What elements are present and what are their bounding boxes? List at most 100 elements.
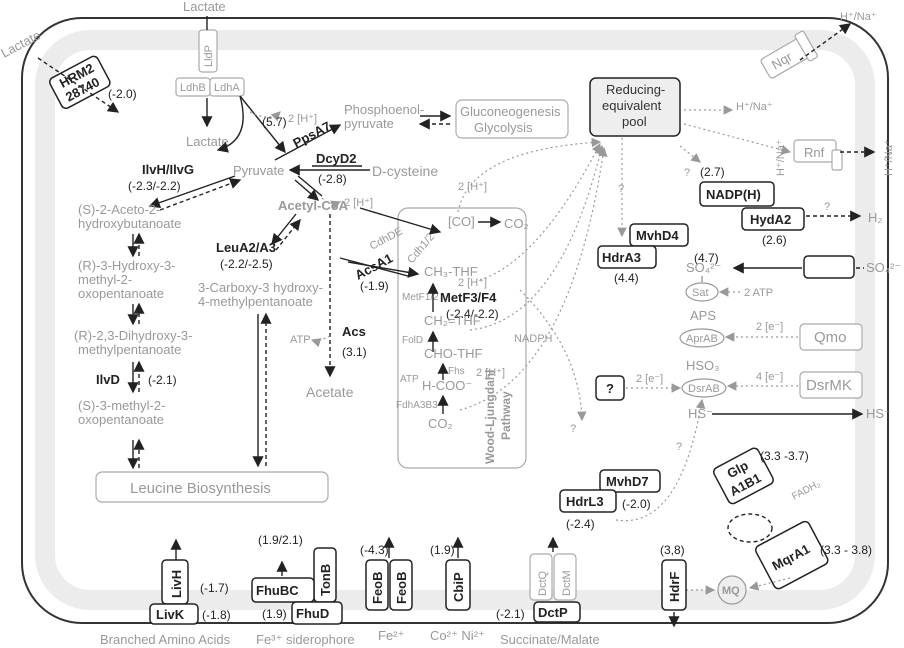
q-dsr: ?: [676, 441, 682, 453]
acetate-label: Acetate: [306, 384, 354, 400]
svg-text:Rnf: Rnf: [804, 145, 825, 160]
wl-h2c: 2 [H⁺]: [476, 367, 505, 379]
wl-fold: FolD: [402, 335, 423, 346]
coni-label: Co²⁺ Ni²⁺: [430, 628, 485, 643]
dsrmk-box: [799, 371, 863, 399]
sat-label: Sat: [692, 287, 709, 299]
h2-label: H₂: [868, 210, 882, 225]
wl-h2a: 2 [H⁺]: [458, 181, 487, 193]
fhubc-value: (1.9/2.1): [258, 533, 303, 547]
leua-label: LeuA2/A3: [216, 240, 276, 255]
rep-line2: equivalent: [602, 98, 662, 113]
wl-pathway-line1: Wood-Ljungdahl: [483, 370, 497, 464]
dsrab-label: DsrAB: [688, 383, 720, 395]
nqr-hna-out: H⁺/Na⁺: [840, 11, 877, 23]
rnf-hna-out: H⁺/Na⁺: [883, 139, 895, 176]
mqra1-complex: MqrA1: [755, 520, 829, 590]
glp-complex: Glp A1B1: [713, 447, 774, 505]
h2-pyruvate: 2 [H⁺]: [288, 113, 317, 125]
fhud-value: (1.9): [262, 607, 287, 621]
ilvd-label: IlvD: [96, 372, 120, 387]
aprab-label: AprAB: [686, 333, 718, 345]
e2-label: 2 [e⁻]: [756, 321, 783, 333]
e2b-label: 2 [e⁻]: [636, 373, 663, 385]
dih-line2: methylpentanoate: [78, 342, 181, 357]
livh-value: (-1.7): [200, 581, 229, 595]
acetylcoa-label: Acetyl-CoA: [278, 198, 349, 213]
feob1-box: [365, 559, 389, 611]
mq-label: MQ: [722, 585, 740, 597]
hdrf-box: [661, 559, 687, 611]
fhubc-label: FhuBC: [256, 583, 299, 598]
hdrl3-label: HdrL3: [566, 494, 604, 509]
ilvhg-label: IlvH/IlvG: [142, 162, 194, 177]
aceto-line1: (S)-2-Aceto-2-: [78, 202, 160, 217]
hdra3-box: [597, 245, 657, 269]
hyda2-label: HydA2: [750, 212, 791, 227]
rnf-hna-in: H⁺/Na⁺: [775, 139, 787, 176]
wl-metf-value: (-2.4/-2.2): [446, 307, 499, 321]
hmo-line1: (R)-3-Hydroxy-3-: [78, 258, 176, 273]
sat-atp: 2 ATP: [744, 287, 773, 299]
wl-hcoo: H-COO⁻: [422, 378, 472, 393]
rep-line1: Reducing-: [606, 82, 665, 97]
hmo-line2: methyl-2-: [78, 272, 132, 287]
reducing-pool-box: [589, 77, 681, 137]
dctp-box: [533, 601, 581, 623]
mvhd7-value: (-2.0): [622, 497, 651, 511]
hdra3-value: (4.4): [614, 271, 639, 285]
mvhd4-label: MvhD4: [636, 228, 679, 243]
acs-value: (3.1): [342, 345, 367, 359]
q-hdra3: ?: [618, 183, 624, 195]
qmo-box: [799, 323, 863, 351]
so4-in: SO₄²⁻: [686, 260, 721, 275]
hs-in: HS⁻: [688, 406, 713, 421]
hdra3-label: HdrA3: [602, 250, 641, 265]
wl-nadph: NADPH: [514, 333, 553, 345]
wl-metf34: MetF3/F4: [440, 290, 497, 305]
feob-value: (-4.3): [360, 543, 389, 557]
dctq-box: [529, 553, 553, 601]
livk-value: (-1.8): [202, 608, 231, 622]
svg-text:LldP: LldP: [203, 45, 215, 67]
cell-outer-membrane: [21, 17, 889, 624]
wl-co: [CO]: [448, 214, 475, 229]
hso3-label: HSO₃: [686, 358, 719, 373]
lactate-inner-label: Lactate: [186, 134, 229, 149]
wl-co2-bot: CO₂: [428, 416, 453, 431]
succ-label: Succinate/Malate: [500, 632, 600, 647]
cbh-line2: 4-methylpentanoate: [198, 294, 313, 309]
hdrl3-value: (-2.4): [566, 517, 595, 531]
lactate-left-label: Lactate: [0, 27, 43, 60]
fhubc-box: [251, 577, 315, 603]
mvhd7-label: MvhD7: [606, 474, 649, 489]
qmo-label: Qmo: [814, 329, 847, 346]
acs-label: Acs: [342, 324, 366, 339]
ldhb-label: LdhB: [180, 82, 206, 94]
cbh-line1: 3-Carboxy-3 hydroxy-: [198, 280, 323, 295]
wl-h2b: 2 [H⁺]: [458, 277, 487, 289]
ilvhg-value: (-2.3/-2.2): [128, 179, 181, 193]
so4-transporter: [803, 255, 855, 279]
fe2-label: Fe²⁺: [378, 628, 404, 643]
nadph-box: [699, 181, 775, 207]
dctm-label: DctM: [561, 570, 573, 596]
gluconeogenesis-box: [455, 99, 569, 139]
ppsa7-value: (5.7): [262, 115, 287, 129]
hdrl3-box: [559, 489, 617, 513]
pyruvate-label: Pyruvate: [233, 163, 284, 178]
hrm2-value: (-2.0): [108, 87, 137, 101]
hyda2-box: [741, 207, 805, 231]
smo-line1: (S)-3-methyl-2-: [78, 398, 165, 413]
wl-fdha: FdhA3B3: [396, 400, 438, 411]
pep-line1: Phosphoenol-: [344, 102, 424, 117]
leucine-label: Leucine Biosynthesis: [130, 480, 271, 497]
wl-ch3: CH₃-THF: [424, 264, 478, 279]
mvhd7-box: [599, 469, 661, 493]
so4-out: SO₄²⁻: [866, 260, 901, 275]
nqr-complex: Nqr: [760, 30, 818, 79]
fhud-label: FhuD: [296, 606, 329, 621]
aceto-line2: hydroxybutanoate: [78, 216, 181, 231]
livk-box: [149, 603, 199, 625]
feob2-label: FeoB: [394, 572, 409, 605]
